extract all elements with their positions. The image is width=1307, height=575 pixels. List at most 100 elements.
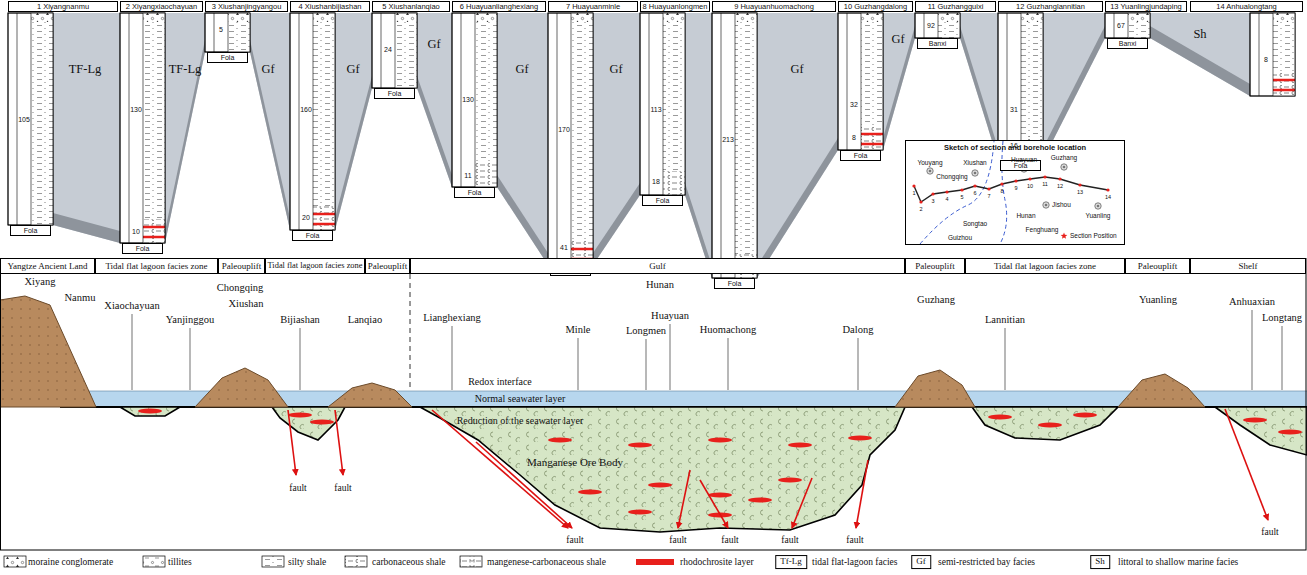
strat-column-outline — [8, 13, 53, 225]
paleouplift-hill — [195, 368, 288, 407]
section-label: Redox interface — [468, 376, 532, 387]
facies-wedge — [685, 13, 712, 278]
facies-zone-cell: Gulf — [410, 258, 905, 274]
column-title: 5 Xiushanlanqiao — [372, 1, 450, 12]
section-label: Hunan — [646, 279, 674, 291]
legend-text: tidal flat-lagoon facies — [812, 557, 897, 567]
strat-column-outline — [290, 13, 335, 230]
manganese-lens — [138, 408, 162, 413]
manganese-lens — [848, 435, 872, 440]
base-formation-box: Fola — [454, 187, 495, 198]
leader-line — [858, 338, 859, 390]
section-point — [1058, 177, 1061, 180]
boundary-dash — [410, 274, 411, 390]
section-label: Guzhang — [917, 294, 955, 306]
column-divider — [721, 13, 722, 278]
manganese-lens — [578, 489, 602, 494]
thickness-number: 130 — [130, 106, 142, 114]
section-point — [912, 184, 915, 187]
strat-column — [640, 13, 685, 195]
carbonaceous-fill — [313, 206, 335, 230]
town-marker-core — [929, 170, 932, 173]
node-text: Fola — [728, 280, 742, 287]
node-text: 13 Yuanlingjundaping — [1110, 3, 1182, 11]
thickness-number: 170 — [558, 126, 570, 134]
node-text: 9 Huayuanhuomachong — [734, 3, 814, 11]
fault-line — [856, 460, 868, 528]
silty-shale-fill — [143, 13, 165, 243]
map-place-label: Yuanling — [1086, 212, 1111, 219]
paleouplift-hill — [1118, 374, 1205, 407]
facies-wedge-base — [1150, 26, 1250, 96]
section-number: 7 — [987, 193, 990, 199]
node-text: Tidal flat lagoon facies zone — [994, 262, 1096, 271]
map-place-label: Fenghuang — [1026, 226, 1059, 233]
town-marker-core — [974, 172, 977, 175]
silty-shale-fill — [228, 13, 250, 52]
column-divider — [299, 13, 300, 230]
column-title: 7 Huayuanminle — [548, 1, 638, 12]
leader-line — [728, 338, 729, 390]
thickness-number: 8 — [1264, 56, 1268, 64]
column-divider — [143, 13, 144, 243]
node-text: 10 Guzhangdalong — [844, 3, 907, 11]
column-divider — [1259, 13, 1260, 96]
moraine-fill — [475, 13, 497, 22]
section-point — [1000, 182, 1003, 185]
rhodochrosite-layer — [313, 223, 335, 226]
town-marker-core — [1045, 204, 1048, 207]
section-point — [1043, 175, 1046, 178]
base-formation-box: Banxi — [917, 38, 958, 49]
strat-column — [998, 13, 1043, 160]
facies-symbol: Gf — [346, 63, 359, 77]
reducing-basin-texture — [1215, 407, 1307, 455]
column-divider — [861, 13, 862, 150]
manganese-lens — [648, 482, 672, 487]
paleouplift-texture — [195, 368, 288, 407]
facies-wedge — [497, 13, 548, 265]
section-label: Yuanling — [1139, 294, 1177, 306]
legend-text: tillites — [168, 557, 192, 567]
rhodochrosite-layer — [861, 143, 883, 146]
legend-text: rhodochrosite layer — [680, 557, 754, 567]
facies-symbol: Gf — [261, 63, 274, 77]
column-divider — [649, 13, 650, 195]
moraine-fill — [1128, 13, 1150, 22]
node-text: Tidal flat lagoon facies zone — [105, 262, 207, 271]
leader-line — [1252, 310, 1253, 390]
facies-wedge — [883, 13, 915, 150]
column-divider — [1114, 13, 1115, 38]
legend-text: carbonaceous shale — [372, 557, 446, 567]
node-text: 7 Huayuanminle — [566, 3, 620, 11]
base-formation-box: Fola — [10, 225, 51, 236]
strat-column — [548, 13, 593, 265]
manganese-lens — [708, 437, 732, 442]
map-place-label: Hunan — [1016, 212, 1035, 219]
strat-column-outline — [640, 13, 685, 195]
node-text: Fola — [468, 189, 482, 196]
strat-column-outline — [712, 13, 757, 278]
section-point — [945, 190, 948, 193]
node-text: Fola — [24, 227, 38, 234]
section-label: Xiyang — [25, 276, 56, 288]
silty-shale-fill — [938, 13, 960, 38]
strat-column-outline — [1250, 13, 1295, 96]
moraine-fill — [143, 13, 165, 22]
base-formation-box: Fola — [840, 150, 881, 161]
carbonaceous-fill — [1273, 72, 1295, 96]
facies-wedge-base — [883, 26, 915, 150]
base-formation-box: Fola — [642, 195, 683, 206]
column-title: 12 Guzhanglannitian — [998, 1, 1103, 12]
paleouplift-texture — [0, 296, 96, 407]
column-divider — [571, 13, 572, 265]
column-title: 1 Xiyangnanmu — [8, 1, 118, 12]
rhodochrosite-layer — [1273, 89, 1295, 92]
legend-sample — [143, 556, 165, 567]
manganese-lens — [628, 442, 652, 447]
thickness-number: 24 — [384, 46, 392, 54]
manganese-lens — [708, 492, 732, 497]
map-place-label: Jishou — [1052, 201, 1071, 208]
thickness-number: 18 — [652, 178, 660, 186]
section-label: Lannitian — [985, 314, 1025, 326]
column-divider — [395, 13, 396, 88]
